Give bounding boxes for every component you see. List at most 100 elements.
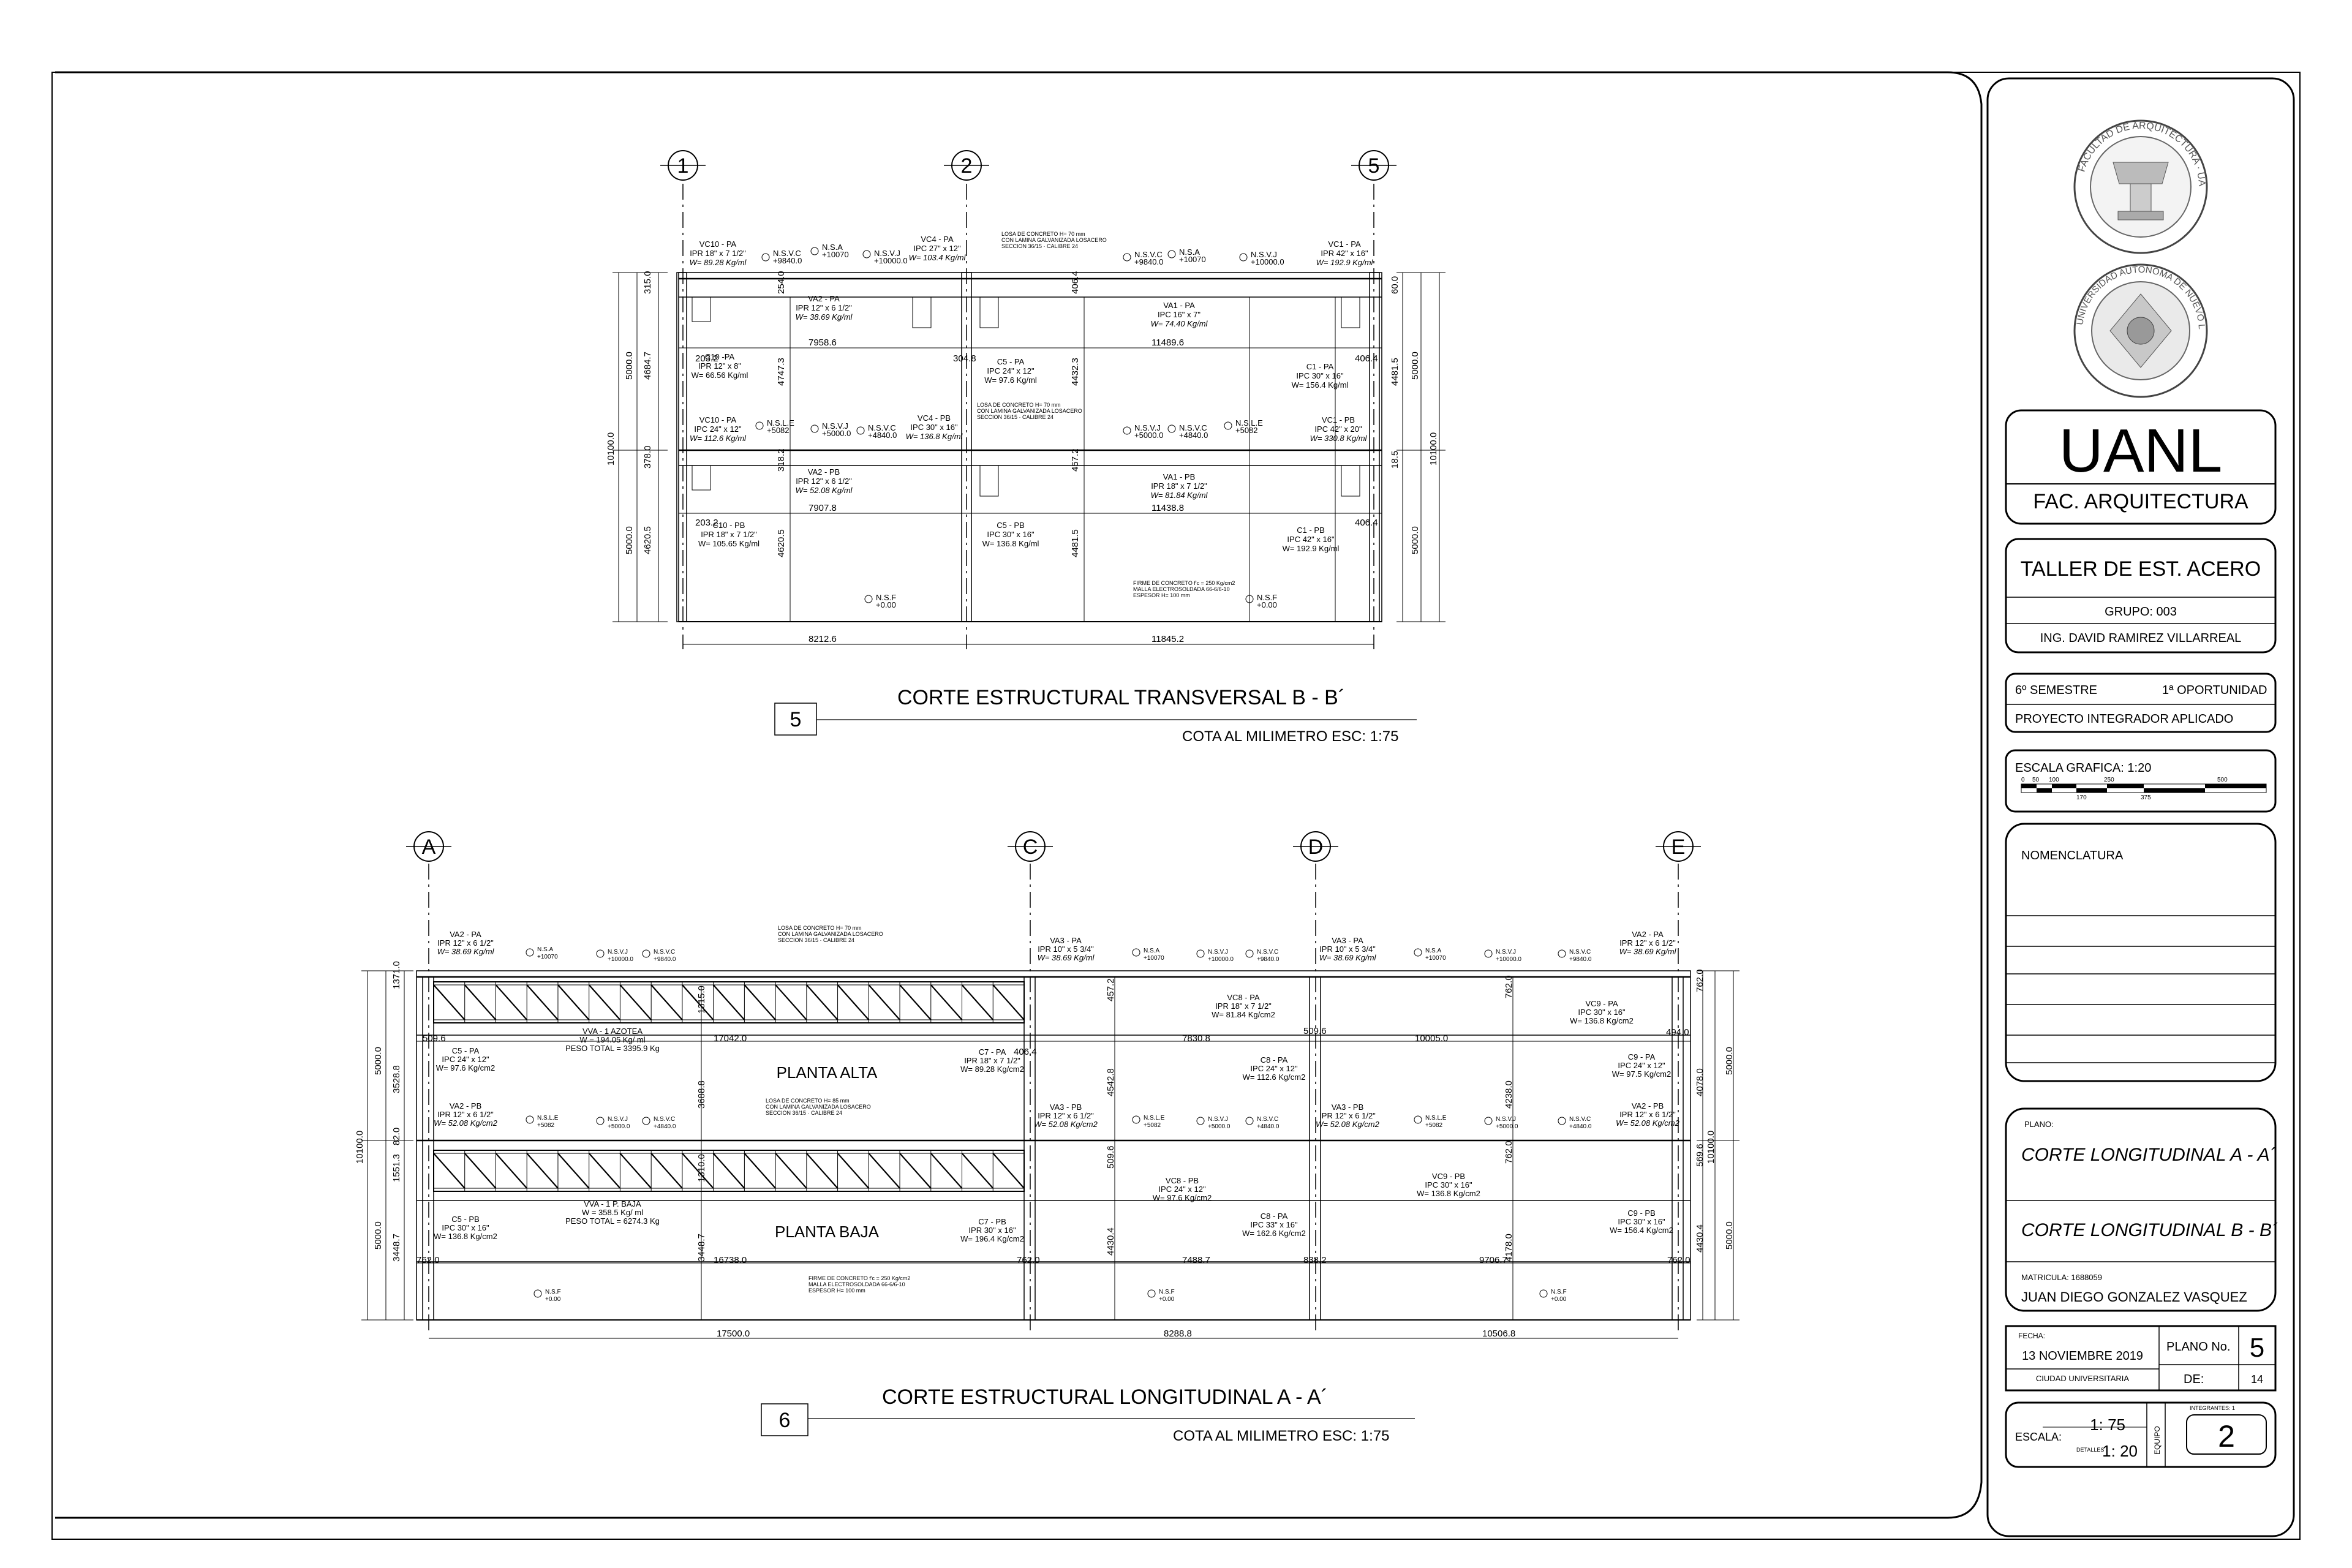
note-text: LOSA DE CONCRETO H= 85 mm: [766, 1098, 850, 1104]
dim-text: 406.4: [1014, 1047, 1037, 1057]
dim-text: 4078.0: [1695, 1068, 1705, 1096]
dim-text: 8212.6: [809, 634, 837, 644]
dim-text: 4432.3: [1070, 358, 1080, 386]
member-label: W= 103.4 Kg/ml: [909, 253, 967, 262]
svg-text:+10070: +10070: [822, 250, 849, 259]
level-marker: N.S.L.E+5082: [1132, 1115, 1165, 1129]
svg-text:N.S.L.E: N.S.L.E: [767, 418, 794, 428]
dim-text: 17042.0: [714, 1033, 747, 1044]
member-label: IPC 30" x 16": [442, 1223, 489, 1232]
member-label: W = 358.5 Kg/ ml: [582, 1208, 643, 1217]
nomenclature-box: [2005, 823, 2277, 1082]
slab-notes: LOSA DE CONCRETO H= 70 mm CON LAMINA GAL…: [977, 231, 1235, 598]
truss-member: [650, 984, 683, 1020]
svg-text:N.S.A: N.S.A: [1144, 948, 1159, 954]
dim-text: 304.8: [953, 353, 976, 364]
member-label: W= 112.6 Kg/cm2: [1243, 1072, 1306, 1082]
svg-text:+10000.0: +10000.0: [1496, 956, 1521, 963]
dim-text: 11845.2: [1152, 634, 1184, 644]
svg-text:N.S.V.C: N.S.V.C: [1569, 1116, 1591, 1123]
truss-member: [557, 1153, 590, 1189]
axis-2: 2: [944, 150, 989, 649]
axis-d: D: [1293, 831, 1338, 1335]
dim-text: 1371.0: [391, 961, 402, 989]
member-label: W= 52.08 Kg/cm2: [1316, 1120, 1379, 1129]
svg-text:+5000.0: +5000.0: [608, 1123, 630, 1130]
member-label: IPR 18" x 7 1/2": [701, 530, 757, 539]
svg-text:N.S.V.C: N.S.V.C: [654, 949, 675, 956]
svg-text:N.S.F: N.S.F: [1257, 593, 1277, 602]
dim-text: 18.5: [1390, 451, 1400, 469]
svg-text:N.S.V.J: N.S.V.J: [874, 249, 900, 258]
member-label: W= 97.5 Kg/cm2: [1612, 1069, 1671, 1079]
dim-text: 4620.5: [776, 529, 786, 557]
note-text: SECCION 36/15 · CALIBRE 24: [778, 937, 854, 943]
member-label: W= 89.28 Kg/cm2: [960, 1065, 1024, 1074]
member-label: W= 136.8 Kg/cm2: [434, 1232, 497, 1241]
dim-text: 9706.7: [1479, 1255, 1507, 1265]
member-label: W= 38.69 Kg/ml: [796, 312, 853, 322]
axis-e: E: [1656, 831, 1701, 1335]
member-label: C10 -PA: [705, 352, 734, 361]
university-name: UANL: [2059, 417, 2223, 485]
truss-member: [930, 1153, 963, 1189]
truss-member: [930, 984, 963, 1020]
level-marker: N.S.V.J+5000.0: [596, 1116, 630, 1130]
dim-text: 762.0: [1667, 1255, 1691, 1265]
floor-name-lower: PLANTA BAJA: [775, 1223, 880, 1241]
member-label: W= 136.8 Kg/cm2: [1417, 1189, 1480, 1198]
dimension-lines: [612, 272, 1446, 645]
member-label: W= 74.40 Kg/ml: [1151, 319, 1208, 328]
member-label: IPR 18" x 7 1/2": [1151, 481, 1207, 491]
dim-text: 5000.0: [1410, 352, 1420, 380]
svg-text:500: 500: [2217, 777, 2228, 783]
svg-text:+5082: +5082: [1144, 1122, 1161, 1129]
member-label: C9 - PB: [1627, 1208, 1656, 1218]
member-label: IPC 33" x 16": [1250, 1220, 1298, 1229]
svg-text:+9840.0: +9840.0: [1257, 956, 1280, 963]
nomenclature-rows: [2006, 915, 2275, 1063]
truss-member: [495, 1153, 528, 1189]
member-label: C10 - PB: [713, 521, 745, 530]
note-text: LOSA DE CONCRETO H= 70 mm: [1001, 231, 1085, 237]
svg-text:N.S.A: N.S.A: [1179, 247, 1200, 257]
truss-member: [433, 1153, 466, 1189]
truss-upper: [433, 981, 1025, 1023]
dim-text: 4481.5: [1390, 358, 1400, 386]
truss-member: [650, 1153, 683, 1189]
member-label: W= 38.69 Kg/ml: [1619, 947, 1677, 956]
level-marker: N.S.F+0.00: [533, 1289, 561, 1303]
member-label: IPR 18" x 7 1/2": [690, 249, 746, 258]
axis-5: 5: [1351, 150, 1396, 649]
plan-no-value: 5: [2250, 1333, 2264, 1363]
dim-text: 11489.6: [1152, 337, 1184, 348]
svg-text:N.S.V.C: N.S.V.C: [1179, 423, 1207, 432]
dim-text: 378.0: [643, 445, 653, 469]
dim-text: 509.6: [1303, 1026, 1327, 1036]
university-box: [2005, 409, 2277, 525]
svg-text:375: 375: [2141, 794, 2151, 801]
level-marker: N.S.V.J+10000.0: [596, 949, 633, 963]
member-label: IPC 30" x 16": [1618, 1217, 1665, 1226]
member-label: VC10 - PA: [699, 415, 737, 424]
dim-text: 82.0: [391, 1128, 402, 1145]
section-title: CORTE ESTRUCTURAL TRANSVERSAL B - B´: [897, 686, 1345, 709]
section-number: 6: [779, 1409, 791, 1432]
member-label: C8 - PA: [1261, 1212, 1288, 1221]
dim-text: 762.0: [1504, 975, 1514, 998]
svg-text:+10000.0: +10000.0: [1251, 257, 1284, 266]
member-label: VC10 - PA: [699, 239, 737, 249]
dimension-lines: [361, 970, 1740, 1339]
dim-text: 5000.0: [1410, 526, 1420, 554]
truss-member: [744, 984, 776, 1020]
member-label: W= 97.6 Kg/cm2: [436, 1063, 495, 1072]
dim-text: 254.0: [776, 271, 786, 294]
member-label: IPR 12" x 6 1/2": [796, 477, 852, 486]
svg-text:N.S.F: N.S.F: [1159, 1289, 1175, 1295]
truss-member: [495, 984, 528, 1020]
truss-member: [619, 1153, 652, 1189]
plan-box: [2005, 1107, 2277, 1312]
member-label: VC9 - PA: [1585, 999, 1618, 1008]
dim-text: 3688.8: [696, 1080, 707, 1109]
